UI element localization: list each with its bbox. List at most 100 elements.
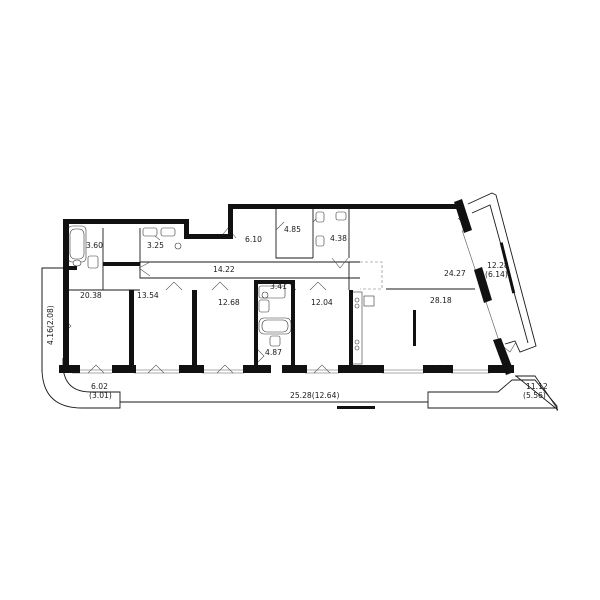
kitchen-counter-icon [351,291,363,365]
wall-bath-top [254,280,295,284]
balcony-right-inner-rail [471,204,529,344]
room-area-label: 4.87 [265,348,282,357]
fridge-icon [363,295,375,307]
balcony-corner-right [427,375,558,409]
room-area-label: 6.10 [245,235,262,244]
wall-bath-1 [103,262,140,266]
wall-top-left [63,219,188,224]
balcony-area-label: 12.28 [487,261,509,270]
sink-icon [335,211,347,221]
balcony-area-label: 11.12 [526,382,548,391]
wall-pier [282,365,307,373]
door-swing [331,257,349,269]
toilet-icon [315,211,325,223]
window-4 [305,369,339,374]
wall-pier [338,365,384,373]
window-3 [202,369,244,374]
wall-bath-left [254,284,258,370]
door-swing [165,281,183,291]
wall-closet-left [228,204,233,239]
wall-bedroom-4-kitchen [349,290,353,370]
balcony-area-label: (3.01) [89,391,112,400]
fixtures [67,211,375,373]
room-area-label: 12.68 [218,298,240,307]
room-area-label: 24.27 [444,269,466,278]
hob-icon [354,297,360,303]
wall-stub [63,282,69,286]
walls [59,199,514,375]
hall-bottom-line [139,262,360,279]
wall-pier [179,365,204,373]
balcony-right-outline [467,192,537,353]
wall-notch-bottom [184,234,229,239]
wall-pier [243,365,271,373]
window-5 [382,369,424,374]
balcony-outline-outer [41,267,559,411]
sink-icon [315,235,325,247]
front-balcony-window [337,406,375,409]
hob-icon [354,339,360,345]
wall-bedroom-2-3 [192,290,197,370]
bathtub-inner-icon [69,228,85,260]
window-6 [451,369,490,374]
room-area-label: 3.60 [86,241,103,250]
sink-icon [142,227,158,237]
wall-pier-right [474,267,492,303]
wall-pier [423,365,453,373]
bathtub-inner-icon [261,319,289,333]
door-swing [275,221,285,231]
closet-partition [275,208,313,259]
balcony-area-label: 4.16(2.08) [46,305,55,345]
wall-top-right [228,204,458,209]
balcony-labels: 4.16(2.08) 6.02 (3.01) 25.28(12.64) 12.2… [46,261,548,400]
balcony-area-label: (6.14) [485,270,508,279]
door-swing [138,261,151,277]
balcony-area-label: (5.56) [523,391,546,400]
toilet-icon [269,335,281,347]
hob-icon [354,345,360,351]
wall-bath-right [291,284,295,370]
shower-drain-icon [174,242,182,250]
room-area-label: 12.04 [311,298,333,307]
door-swing [313,364,331,374]
sink-icon [87,255,99,269]
wall-pier-right [454,199,472,233]
room-area-label: 13.54 [137,291,159,300]
kitchen-island-wall [413,310,416,346]
balcony-area-label: 25.28(12.64) [290,391,339,400]
door-swing [309,281,327,291]
room-labels: 3.60 3.25 6.10 4.85 4.38 14.22 20.38 13.… [80,225,466,357]
room-area-label: 3.41 [270,282,287,291]
wall-notch [184,219,189,237]
wall-pier-right [493,338,514,375]
hall-living-opening [360,261,383,290]
window-2 [134,369,180,374]
sink-icon [261,291,269,299]
wall-pier [112,365,136,373]
wall-stub [69,266,77,270]
balcony-outlines [41,192,559,411]
room-area-label: 4.85 [284,225,301,234]
interior-lines [63,208,501,374]
room-area-label: 14.22 [213,265,235,274]
wall-pier [59,365,80,373]
wall-left-exterior [63,219,69,371]
door-swing [216,364,234,374]
toilet-icon [258,299,270,313]
room-area-label: 20.38 [80,291,102,300]
room-area-label: 28.18 [430,296,452,305]
room-area-label: 3.25 [147,241,164,250]
door-swing [87,364,105,374]
wall-pier [488,365,514,373]
toilet-icon [72,259,82,267]
wall-bedroom-1-2 [129,290,134,370]
door-swing [147,364,165,374]
room-area-label: 4.38 [330,234,347,243]
hob-icon [354,303,360,309]
right-balcony-window [499,242,516,294]
balcony-area-label: 6.02 [91,382,108,391]
sink-icon [160,227,176,237]
door-swing [211,281,229,291]
